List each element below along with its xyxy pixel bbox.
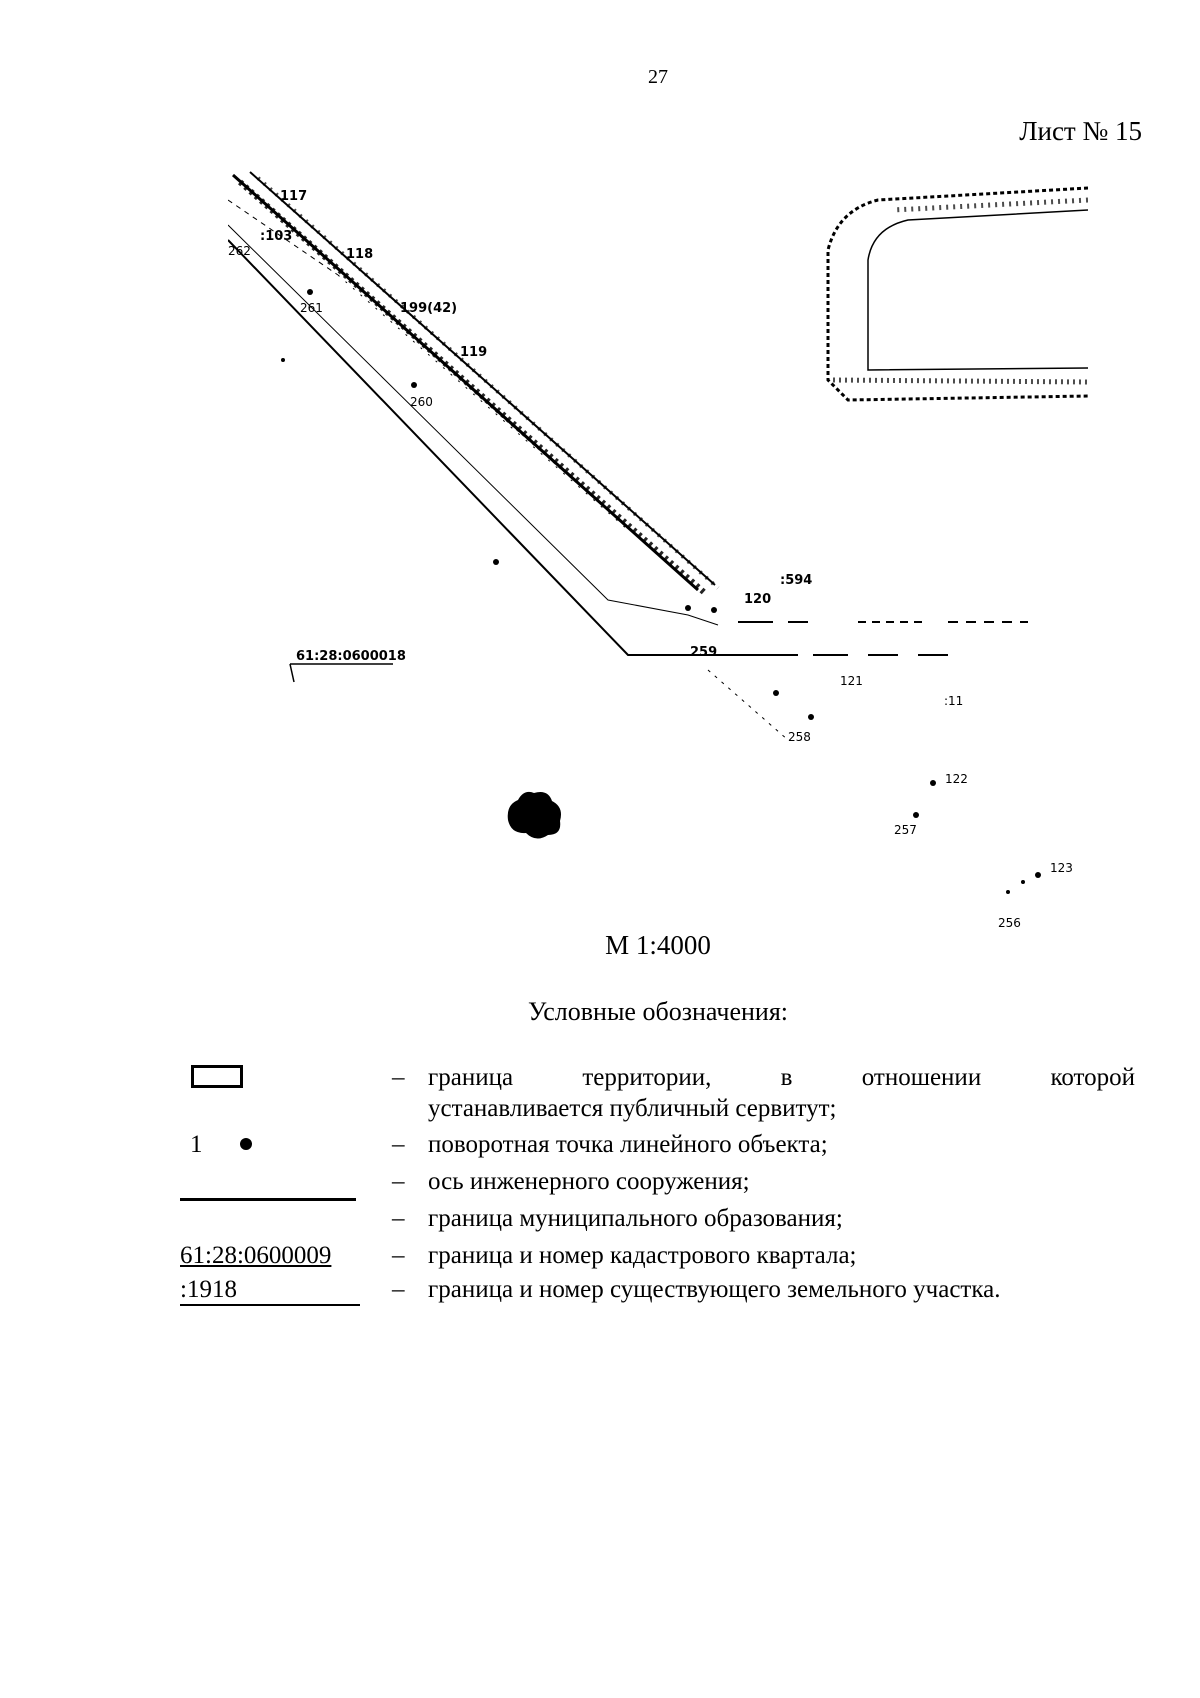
servitude-boundary-symbol	[180, 1062, 360, 1093]
cadastral-map: 117 :103 262 118 261 199(42) 119 260 :59…	[228, 170, 1088, 940]
land-parcel-symbol: :1918	[180, 1274, 360, 1306]
label-261: 261	[300, 301, 323, 315]
legend-item-servitude-boundary: – граница территории, в отношении которо…	[180, 1062, 1135, 1126]
legend-text: граница муниципального образования;	[428, 1205, 843, 1232]
label-parcel-594: :594	[780, 573, 812, 588]
turning-point-symbol: 1	[180, 1129, 360, 1160]
turning-points	[281, 289, 1041, 894]
legend-dash: –	[392, 1168, 405, 1195]
legend-text: ось инженерного сооружения;	[428, 1168, 750, 1195]
servitude-strip	[232, 171, 720, 597]
legend-text: граница и номер существующего земельного…	[428, 1276, 1001, 1303]
dot-icon	[240, 1138, 252, 1150]
parcel-top-right	[826, 186, 1088, 402]
label-123: 123	[1050, 861, 1073, 875]
label-parcel-199: 199(42)	[400, 301, 457, 316]
map-scale: М 1:4000	[605, 930, 711, 960]
label-120: 120	[744, 592, 771, 607]
legend-dash: –	[392, 1064, 405, 1091]
land-parcel-number: :1918	[180, 1276, 237, 1303]
label-260: 260	[410, 395, 433, 409]
legend-dash: –	[392, 1205, 405, 1232]
boundary-lines	[228, 199, 1028, 741]
municipal-boundary-symbol	[180, 1198, 360, 1234]
legend-title: Условные обозначения:	[527, 997, 789, 1026]
legend-text: граница и номер кадастрового квартала;	[428, 1242, 857, 1269]
label-257: 257	[894, 823, 917, 837]
legend-text-line: устанавливается публичный сервитут;	[428, 1095, 837, 1122]
engineering-axis-symbol	[180, 1166, 360, 1197]
label-259: 259	[690, 645, 717, 660]
legend-dash: –	[392, 1131, 405, 1158]
cadastral-quarter-number: 61:28:0600009	[180, 1242, 332, 1269]
legend-text-line: граница территории, в отношении которой	[428, 1064, 1135, 1091]
legend-dash: –	[392, 1242, 405, 1269]
map-drawing: 117 :103 262 118 261 199(42) 119 260 :59…	[228, 171, 1088, 930]
label-parcel-11: :11	[944, 694, 963, 708]
label-119: 119	[460, 345, 487, 360]
label-121: 121	[840, 674, 863, 688]
cadastral-quarter-symbol: 61:28:0600009	[180, 1240, 360, 1271]
label-cadastral-quarter: 61:28:0600018	[296, 649, 406, 664]
label-256: 256	[998, 916, 1021, 930]
label-118: 118	[346, 247, 373, 262]
label-117: 117	[280, 189, 307, 204]
label-262: 262	[228, 244, 251, 258]
sheet-label: Лист № 15	[1019, 116, 1142, 146]
label-258: 258	[788, 730, 811, 744]
tree-blob	[507, 791, 561, 839]
legend-text: поворотная точка линейного объекта;	[428, 1131, 828, 1158]
label-122: 122	[945, 772, 968, 786]
page-number: 27	[648, 66, 668, 88]
label-103: :103	[260, 229, 292, 244]
turning-point-number: 1	[190, 1131, 203, 1158]
legend-dash: –	[392, 1276, 405, 1303]
